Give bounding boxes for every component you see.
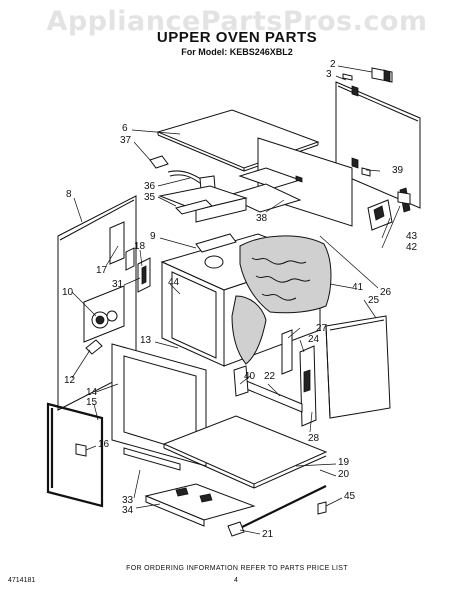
part-33-trim-strip — [123, 447, 181, 471]
document-number: 4714181 — [8, 577, 36, 584]
callout-27: 27 — [316, 323, 328, 334]
callout-10: 10 — [62, 287, 74, 298]
part-15-door-gasket — [46, 402, 104, 508]
part-21-rod — [227, 485, 327, 537]
callout-6: 6 — [122, 123, 128, 134]
part-16-retainer — [75, 443, 87, 457]
callout-22: 22 — [264, 371, 276, 382]
callout-44: 44 — [168, 277, 180, 288]
watermark: AppliancePartsPros.com — [46, 6, 428, 37]
callout-35: 35 — [144, 192, 156, 203]
part-10-selector-switch — [83, 285, 125, 355]
callout-26: 26 — [380, 287, 392, 298]
part-34-vent-trim — [144, 483, 256, 527]
part-38-rear-wall — [224, 137, 353, 227]
callout-2: 2 — [330, 59, 336, 70]
callout-12: 12 — [64, 375, 76, 386]
model-subtitle: For Model: KEBS246XBL2 — [181, 47, 293, 57]
part-39-clip — [361, 167, 371, 177]
callout-38: 38 — [256, 213, 268, 224]
callout-20: 20 — [338, 469, 350, 480]
leader-lines — [71, 65, 401, 535]
callout-33: 33 — [122, 495, 134, 506]
callout-28: 28 — [308, 433, 320, 444]
part-25-outer-door-panel — [325, 315, 391, 419]
callout-34: 34 — [122, 505, 134, 516]
callout-18: 18 — [134, 241, 146, 252]
callout-39: 39 — [392, 165, 404, 176]
callout-36: 36 — [144, 181, 156, 192]
callout-31: 31 — [112, 279, 124, 290]
callout-37: 37 — [120, 135, 132, 146]
callout-45: 45 — [344, 491, 356, 502]
part-43-bracket — [367, 187, 411, 231]
part-2-hinge-bracket — [342, 67, 393, 83]
callout-14: 14 — [86, 387, 98, 398]
part-45-clip — [317, 501, 327, 515]
callout-15: 15 — [86, 397, 98, 408]
callout-17: 17 — [96, 265, 108, 276]
callout-40: 40 — [244, 371, 256, 382]
callout-9: 9 — [150, 231, 156, 242]
callout-24: 24 — [308, 334, 320, 345]
diagram-title: UPPER OVEN PARTS — [156, 29, 318, 46]
callout-3: 3 — [326, 69, 332, 80]
part-41-insulation — [231, 235, 332, 365]
callout-21: 21 — [262, 529, 274, 540]
ordering-info-footer: FOR ORDERING INFORMATION REFER TO PARTS … — [126, 565, 348, 572]
page-number: 4 — [234, 577, 238, 584]
callout-41: 41 — [352, 282, 364, 293]
callout-25: 25 — [368, 295, 380, 306]
part-3-right-side-panel — [335, 81, 421, 209]
callout-42: 42 — [406, 242, 418, 253]
part-36-thermostat-wiring — [149, 155, 248, 223]
part-24-hinge — [281, 329, 317, 427]
callout-8: 8 — [66, 189, 72, 200]
part-19-bottom-panel — [162, 415, 328, 489]
callout-13: 13 — [140, 335, 152, 346]
part-22-support-bracket — [233, 365, 303, 413]
callout-19: 19 — [338, 457, 350, 468]
callout-16: 16 — [98, 439, 110, 450]
callout-43: 43 — [406, 231, 418, 242]
part-14-door-frame — [111, 343, 207, 467]
